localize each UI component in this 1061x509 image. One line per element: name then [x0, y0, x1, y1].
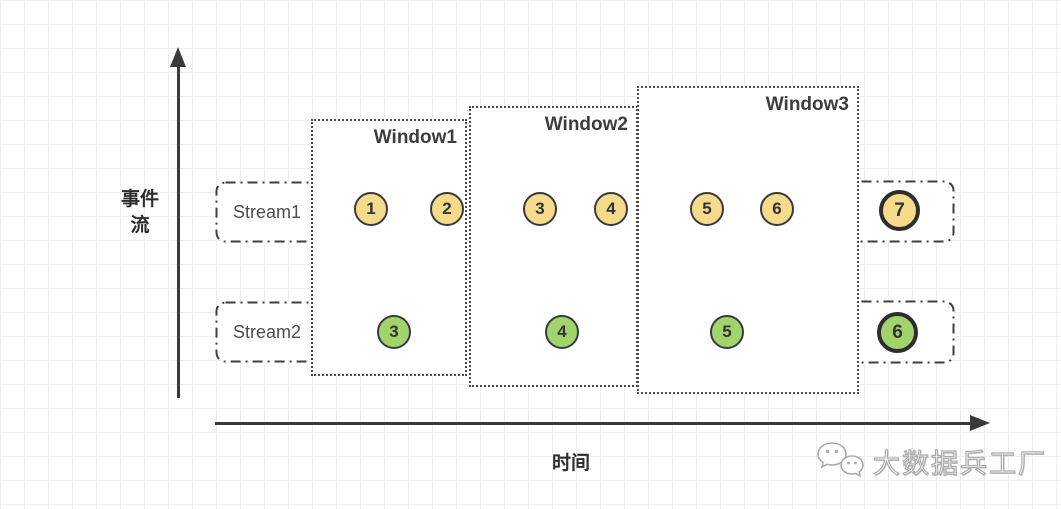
event-stream1-4: 4: [594, 192, 628, 226]
y-axis-label: 事件 流: [120, 189, 159, 236]
watermark: 大数据兵工厂: [815, 440, 1047, 482]
window3-title: Window3: [765, 94, 849, 115]
x-axis-arrowhead-icon: [970, 415, 990, 431]
event-stream2-4: 4: [545, 315, 579, 349]
event-stream1-5: 5: [690, 192, 724, 226]
x-axis-line: [215, 422, 972, 425]
window1-title: Window1: [373, 127, 457, 148]
stream1-label: Stream1: [232, 201, 302, 222]
x-axis-label: 时间: [551, 453, 590, 474]
event-stream1-6: 6: [760, 192, 794, 226]
event-stream1-3: 3: [523, 192, 557, 226]
y-axis-arrowhead-icon: [170, 47, 186, 67]
event-stream2-6: 6: [877, 312, 918, 353]
y-axis-line: [177, 63, 180, 398]
window3-box: Window3: [637, 86, 859, 394]
event-stream1-7: 7: [879, 190, 920, 231]
window2-title: Window2: [544, 114, 628, 135]
watermark-text: 大数据兵工厂: [872, 448, 1047, 479]
wechat-icon: [817, 442, 864, 478]
event-stream2-5: 5: [710, 315, 744, 349]
event-stream2-3: 3: [377, 315, 411, 349]
event-stream1-1: 1: [354, 192, 388, 226]
event-stream1-2: 2: [430, 192, 464, 226]
stream2-label: Stream2: [232, 321, 302, 342]
window2-box: Window2: [469, 106, 638, 387]
